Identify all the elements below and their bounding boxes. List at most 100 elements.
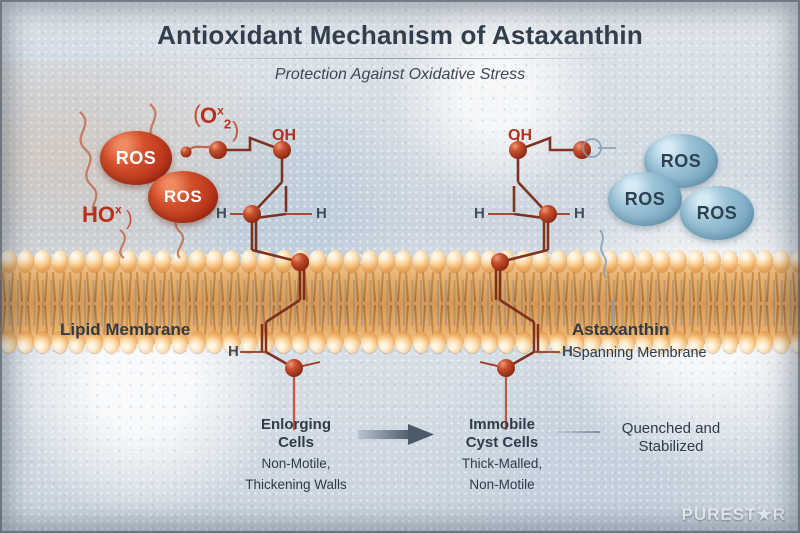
lipid-head bbox=[532, 250, 550, 272]
radical-hydroxyl: HOx bbox=[82, 202, 122, 228]
lipid-head bbox=[34, 250, 51, 272]
lipid-tail bbox=[253, 272, 259, 303]
lipid-tail bbox=[295, 272, 301, 303]
lipid-tail bbox=[413, 272, 418, 303]
lipid-tail bbox=[505, 272, 511, 303]
lipid-head bbox=[498, 250, 516, 272]
ros-label: ROS bbox=[163, 187, 203, 206]
lipid-head bbox=[618, 250, 636, 272]
lipid-head bbox=[515, 331, 533, 353]
lipid-head bbox=[446, 331, 464, 353]
lipid-tail bbox=[732, 272, 737, 303]
lipid-tail bbox=[35, 272, 40, 303]
lipid-tail bbox=[321, 272, 326, 303]
lipid-head bbox=[653, 250, 670, 272]
lipid-tail bbox=[556, 272, 561, 303]
lipid-tail bbox=[757, 272, 763, 303]
lipid-head bbox=[635, 250, 653, 272]
lipid-tail bbox=[421, 272, 427, 303]
lipid-head bbox=[378, 331, 395, 353]
lipid-head bbox=[773, 250, 791, 272]
purestar-watermark: PUREST★R bbox=[682, 505, 787, 525]
lipid-head bbox=[137, 250, 155, 272]
lipid-head bbox=[721, 331, 739, 353]
lipid-tail bbox=[715, 272, 721, 303]
membrane-heads-top bbox=[0, 250, 800, 276]
lipid-head bbox=[137, 331, 155, 353]
lipid-head bbox=[464, 250, 481, 272]
lipid-tail bbox=[52, 272, 57, 303]
hydrogen-label-1: H bbox=[216, 205, 227, 222]
lipid-head bbox=[395, 331, 412, 353]
lipid-head bbox=[567, 250, 584, 272]
lipid-tail bbox=[18, 272, 23, 303]
lipid-tail bbox=[749, 272, 754, 303]
lipid-tail bbox=[405, 272, 410, 303]
lipid-tail bbox=[589, 272, 595, 303]
lipid-head bbox=[653, 331, 670, 353]
lipid-head bbox=[584, 250, 601, 272]
lipid-head bbox=[687, 250, 705, 272]
lipid-head bbox=[429, 250, 447, 272]
ros-label: ROS bbox=[624, 188, 666, 209]
hydrogen-label-4: H bbox=[574, 205, 585, 222]
lipid-head bbox=[51, 331, 69, 353]
lipid-tail bbox=[690, 272, 695, 303]
lipid-tail bbox=[287, 272, 292, 303]
lipid-head bbox=[85, 331, 103, 353]
lipid-tail bbox=[766, 272, 771, 303]
lipid-head bbox=[395, 250, 412, 272]
lipid-head bbox=[739, 331, 756, 353]
lipid-tail bbox=[724, 272, 729, 303]
ros-label: ROS bbox=[660, 150, 702, 171]
lipid-head bbox=[103, 250, 120, 272]
lipid-tail bbox=[111, 272, 116, 303]
lipid-head bbox=[378, 250, 395, 272]
lipid-tail bbox=[10, 272, 15, 303]
lipid-head bbox=[601, 331, 619, 353]
lipid-head bbox=[309, 250, 326, 272]
lipid-tail bbox=[623, 272, 628, 303]
lipid-head bbox=[481, 331, 498, 353]
lipid-head bbox=[257, 331, 275, 353]
radical-hydroxyl-paren: ) bbox=[126, 208, 133, 230]
lipid-head bbox=[275, 250, 292, 272]
lipid-tail bbox=[682, 272, 687, 303]
lipid-head bbox=[223, 250, 241, 272]
lipid-tail bbox=[774, 272, 779, 303]
caption-sub-line1: Thick-Malled, bbox=[461, 456, 543, 472]
lipid-tail bbox=[514, 272, 519, 303]
lipid-tail bbox=[245, 272, 250, 303]
lipid-tail bbox=[547, 272, 553, 303]
lipid-tail bbox=[379, 272, 385, 303]
lipid-head bbox=[412, 331, 430, 353]
watermark-text-after: R bbox=[772, 505, 786, 524]
lipid-tail bbox=[161, 272, 166, 303]
lipid-tail bbox=[665, 272, 670, 303]
lipid-tail bbox=[438, 272, 443, 303]
lipid-head bbox=[17, 331, 34, 353]
lipid-tail bbox=[463, 272, 469, 303]
lipid-head bbox=[171, 331, 189, 353]
lipid-tail bbox=[136, 272, 141, 303]
caption-heading-line1: Quenched and bbox=[621, 420, 721, 437]
lipid-membrane-label: Lipid Membrane bbox=[60, 320, 191, 339]
lipid-head bbox=[550, 331, 567, 353]
lipid-tail bbox=[539, 272, 544, 303]
ros-bubble-blue-2: ROS bbox=[608, 172, 682, 226]
lipid-head bbox=[343, 331, 361, 353]
lipid-head bbox=[567, 331, 584, 353]
lipid-tail bbox=[783, 272, 788, 303]
lipid-head bbox=[704, 250, 722, 272]
lipid-head bbox=[17, 250, 34, 272]
ros-bubble-blue-3: ROS bbox=[680, 186, 754, 240]
lipid-tail bbox=[178, 272, 183, 303]
watermark-text-before: PUREST bbox=[681, 505, 757, 524]
lipid-head bbox=[756, 331, 773, 353]
lipid-head bbox=[171, 250, 189, 272]
lipid-head bbox=[292, 331, 309, 353]
lipid-head bbox=[584, 331, 601, 353]
lipid-head bbox=[154, 250, 172, 272]
caption-sub-line1: Non-Motile, bbox=[261, 456, 331, 472]
lipid-head bbox=[51, 250, 69, 272]
